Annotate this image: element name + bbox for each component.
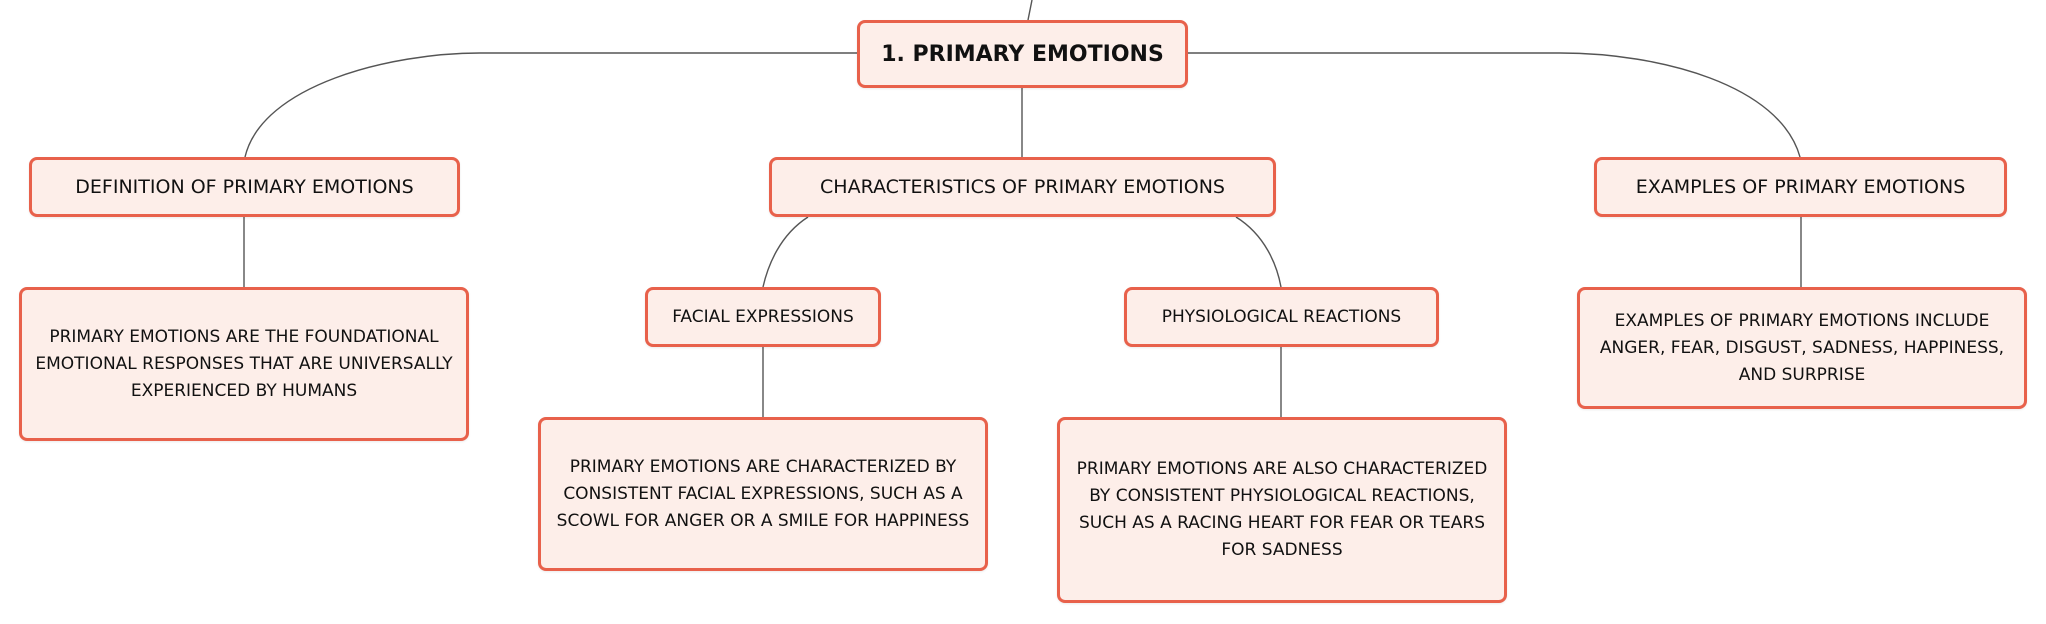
physiological-reactions-detail-text: PRIMARY EMOTIONS ARE ALSO CHARACTERIZED … bbox=[1076, 459, 1488, 560]
subtopic-physiological-reactions-node[interactable]: PHYSIOLOGICAL REACTIONS bbox=[1124, 287, 1439, 347]
subtopic-facial-expressions-label: FACIAL EXPRESSIONS bbox=[672, 307, 854, 327]
subtopic-facial-expressions-node[interactable]: FACIAL EXPRESSIONS bbox=[645, 287, 881, 347]
subtopic-physiological-reactions-label: PHYSIOLOGICAL REACTIONS bbox=[1161, 307, 1402, 327]
physiological-reactions-detail-node[interactable]: PRIMARY EMOTIONS ARE ALSO CHARACTERIZED … bbox=[1057, 417, 1507, 603]
examples-detail-text: EXAMPLES OF PRIMARY EMOTIONS INCLUDE ANG… bbox=[1599, 310, 2005, 385]
topic-examples-node[interactable]: EXAMPLES OF PRIMARY EMOTIONS bbox=[1594, 157, 2007, 217]
connector-characteristics-facial bbox=[762, 216, 809, 288]
definition-detail-text: PRIMARY EMOTIONS ARE THE FOUNDATIONAL EM… bbox=[35, 326, 453, 401]
facial-expressions-detail-node[interactable]: PRIMARY EMOTIONS ARE CHARACTERIZED BY CO… bbox=[538, 417, 988, 571]
root-topic-node[interactable]: 1. PRIMARY EMOTIONS bbox=[857, 20, 1188, 88]
topic-characteristics-label: CHARACTERISTICS OF PRIMARY EMOTIONS bbox=[820, 176, 1225, 198]
connector-characteristics-physiological bbox=[1235, 216, 1282, 288]
connector-root-examples bbox=[1188, 52, 1801, 158]
topic-examples-label: EXAMPLES OF PRIMARY EMOTIONS bbox=[1635, 176, 1966, 198]
topic-characteristics-node[interactable]: CHARACTERISTICS OF PRIMARY EMOTIONS bbox=[769, 157, 1276, 217]
examples-detail-node[interactable]: EXAMPLES OF PRIMARY EMOTIONS INCLUDE ANG… bbox=[1577, 287, 2027, 409]
root-topic-label: 1. PRIMARY EMOTIONS bbox=[881, 41, 1164, 67]
topic-definition-node[interactable]: DEFINITION OF PRIMARY EMOTIONS bbox=[29, 157, 460, 217]
facial-expressions-detail-text: PRIMARY EMOTIONS ARE CHARACTERIZED BY CO… bbox=[556, 456, 970, 531]
definition-detail-node[interactable]: PRIMARY EMOTIONS ARE THE FOUNDATIONAL EM… bbox=[19, 287, 469, 441]
connector-root-parent bbox=[1027, 0, 1033, 21]
connector-root-definition bbox=[244, 52, 857, 158]
topic-definition-label: DEFINITION OF PRIMARY EMOTIONS bbox=[75, 176, 414, 198]
